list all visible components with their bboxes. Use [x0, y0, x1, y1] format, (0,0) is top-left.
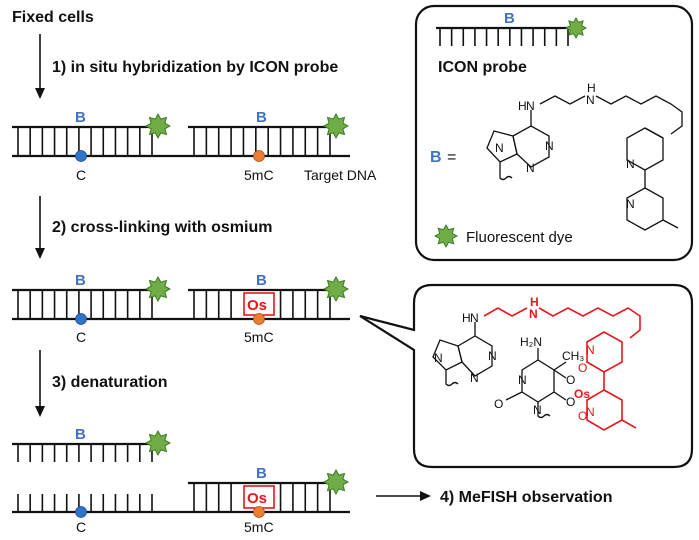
fluorescent-dye-icon [322, 275, 350, 303]
svg-text:O: O [566, 395, 575, 409]
base-label-released: B [75, 426, 86, 443]
probe-strand-left [12, 288, 158, 319]
svg-text:N: N [533, 403, 542, 417]
probe-sketch: B [436, 10, 588, 46]
equals-sign: = [447, 149, 456, 166]
crosslinked-probe [188, 481, 336, 512]
step-2-label: 2) cross-linking with osmium [52, 219, 272, 236]
probe-strand-left [12, 125, 158, 156]
adduct-adenine [432, 322, 493, 387]
svg-text:O: O [566, 373, 575, 387]
fluorescent-dye-icon [322, 468, 350, 496]
svg-text:N: N [470, 311, 479, 325]
cytosine-label: C [76, 329, 86, 345]
svg-text:CH₃: CH₃ [562, 349, 584, 363]
adenine-linker-bipyridine-structure [486, 95, 683, 231]
svg-text:O: O [494, 397, 503, 411]
single-strand-target [17, 494, 153, 512]
row-denaturation: B B Os C 5mC [12, 426, 350, 535]
workflow: Fixed cells 1) in situ hybridization by … [12, 9, 612, 535]
osmium-adduct-panel: N N N N H N H H₂N CH₃ N O N O O O O Os N… [359, 283, 694, 469]
cytosine-dot [75, 150, 87, 162]
methylcytosine-label: 5mC [244, 519, 274, 535]
icon-probe-panel: B ICON probe B = [414, 4, 694, 262]
cytosine-label: C [76, 519, 86, 535]
svg-text:H: H [462, 311, 471, 325]
svg-text:N: N [586, 343, 595, 357]
svg-text:N: N [495, 141, 504, 155]
methylcytosine-label: 5mC [244, 167, 274, 183]
start-label: Fixed cells [12, 9, 94, 26]
svg-text:O: O [578, 361, 587, 375]
base-label-left: B [75, 272, 86, 289]
svg-text:N: N [626, 157, 635, 171]
cytosine-dot [75, 506, 87, 518]
fluorescent-dye-icon [144, 112, 172, 140]
svg-text:N: N [586, 405, 595, 419]
arrow-step-4 [376, 491, 431, 501]
probe-strand-right [188, 288, 336, 319]
row-hybridization: B B C 5mC Target DNA [12, 109, 377, 183]
svg-text:N: N [529, 307, 538, 321]
osmium-label: Os [247, 490, 267, 507]
base-label-right: B [256, 465, 267, 482]
fluorescent-dye-icon [144, 429, 172, 457]
probe-base-label: B [504, 10, 515, 27]
svg-text:N: N [434, 351, 443, 365]
icon-probe-title: ICON probe [438, 59, 527, 76]
methylcytosine-label: 5mC [244, 329, 274, 345]
svg-text:Os: Os [574, 387, 590, 401]
svg-text:N: N [488, 349, 497, 363]
legend-fluorescent-dye: Fluorescent dye [466, 229, 573, 246]
base-definition: B [430, 149, 442, 166]
arrow-step-1 [35, 34, 45, 99]
structure-atoms: N N N N H N H N N [495, 81, 635, 211]
fluorescent-dye-icon [144, 275, 172, 303]
step-4-label: 4) MeFISH observation [440, 489, 612, 506]
svg-text:H: H [530, 295, 539, 309]
svg-text:N: N [470, 371, 479, 385]
fluorescent-dye-icon [433, 223, 459, 249]
fluorescent-dye-icon [322, 112, 350, 140]
base-label-right: B [256, 272, 267, 289]
step-1-label: 1) in situ hybridization by ICON probe [52, 59, 338, 76]
svg-text:O: O [578, 409, 587, 423]
methylcytosine-dot [253, 150, 265, 162]
row-crosslinking: B B Os C 5mC [12, 272, 350, 345]
methylcytosine-dot [253, 506, 265, 518]
methylcytosine-dot [253, 313, 265, 325]
osmium-label: Os [247, 297, 267, 314]
step-3-label: 3) denaturation [52, 374, 168, 391]
base-label-right: B [256, 109, 267, 126]
base-label-left: B [75, 109, 86, 126]
arrow-step-2 [35, 196, 45, 259]
cytosine-label: C [76, 167, 86, 183]
svg-text:H: H [587, 81, 596, 95]
svg-text:N: N [518, 373, 527, 387]
fluorescent-dye-icon [564, 16, 588, 40]
cytosine-dot [75, 313, 87, 325]
released-probe [12, 442, 158, 462]
adduct-linker-bipyridine [483, 307, 641, 431]
svg-text:N: N [526, 99, 535, 113]
svg-text:H₂N: H₂N [520, 335, 542, 349]
target-dna-label: Target DNA [304, 167, 377, 183]
adduct-methylcytosine [505, 348, 567, 419]
svg-text:N: N [586, 93, 595, 107]
svg-text:H: H [518, 99, 527, 113]
adduct-atoms: N N N N H N H H₂N CH₃ N O N O O O O Os N… [434, 295, 595, 423]
svg-text:N: N [626, 197, 635, 211]
svg-text:N: N [526, 161, 535, 175]
arrow-step-3 [35, 350, 45, 417]
svg-text:N: N [545, 139, 554, 153]
